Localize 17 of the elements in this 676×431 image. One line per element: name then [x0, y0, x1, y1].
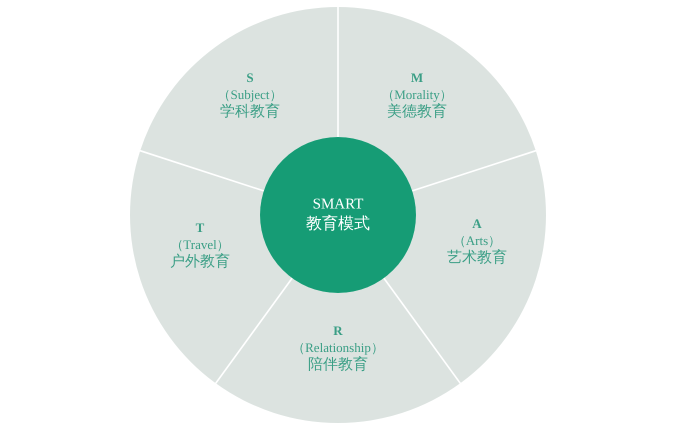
segment-letter: M: [410, 69, 424, 86]
segment-chinese-term: 学科教育: [220, 103, 280, 121]
segment-chinese-term: 艺术教育: [447, 249, 507, 267]
segment-letter: T: [196, 219, 204, 236]
segment-english-term: （Subject）: [218, 86, 282, 103]
segment-english-term: （Travel）: [170, 236, 230, 253]
segment-english-term: （Relationship）: [292, 339, 384, 356]
segment-chinese-term: 户外教育: [170, 253, 230, 271]
segment-english-term: （Morality）: [381, 86, 453, 103]
segment-chinese-term: 美德教育: [387, 103, 447, 121]
segment-letter: A: [472, 215, 482, 232]
segment-chinese-term: 陪伴教育: [308, 356, 368, 374]
segment-letter: S: [246, 69, 254, 86]
model-name: 教育模式: [306, 214, 370, 234]
model-acronym: SMART: [312, 196, 364, 214]
segment-letter: R: [333, 322, 343, 339]
segment-english-term: （Arts）: [452, 232, 502, 249]
